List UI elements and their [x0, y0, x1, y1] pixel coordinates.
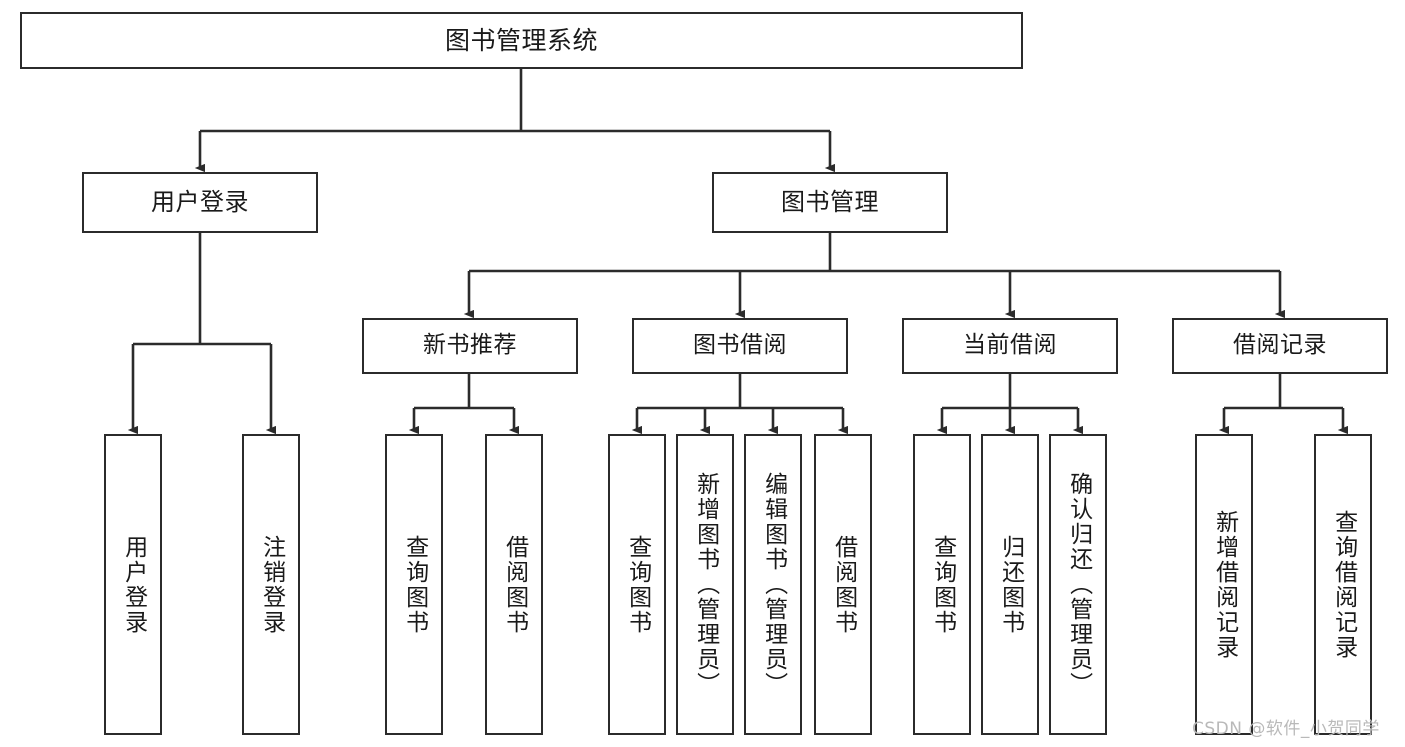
- node-label: 图书借阅: [693, 332, 787, 359]
- leaf-borrow-books-recommend[interactable]: 借阅图书: [485, 434, 543, 735]
- node-library-management-system[interactable]: 图书管理系统: [20, 12, 1023, 69]
- node-label: 查询图书: [624, 534, 651, 635]
- node-current-borrowing[interactable]: 当前借阅: [902, 318, 1118, 374]
- leaf-user-login[interactable]: 用户登录: [104, 434, 162, 735]
- node-book-borrowing[interactable]: 图书借阅: [632, 318, 848, 374]
- node-new-book-recommendation[interactable]: 新书推荐: [362, 318, 578, 374]
- node-label: 查询图书: [929, 534, 956, 635]
- node-label: 用户登录: [151, 188, 249, 217]
- leaf-query-books-recommend[interactable]: 查询图书: [385, 434, 443, 735]
- node-label: 借阅图书: [830, 534, 857, 635]
- node-label: 编辑图书（管理员）: [760, 472, 787, 697]
- leaf-query-books-current[interactable]: 查询图书: [913, 434, 971, 735]
- node-label: 用户登录: [120, 534, 147, 635]
- node-label: 图书管理: [781, 188, 879, 217]
- node-label: 注销登录: [258, 534, 285, 635]
- leaf-query-books-borrow[interactable]: 查询图书: [608, 434, 666, 735]
- node-label: 新增图书（管理员）: [692, 472, 719, 697]
- node-label: 查询图书: [401, 534, 428, 635]
- leaf-confirm-return-admin[interactable]: 确认归还（管理员）: [1049, 434, 1107, 735]
- leaf-add-borrow-record[interactable]: 新增借阅记录: [1195, 434, 1253, 735]
- node-label: 当前借阅: [963, 332, 1057, 359]
- node-label: 新书推荐: [423, 332, 517, 359]
- node-user-login[interactable]: 用户登录: [82, 172, 318, 233]
- leaf-add-book-admin[interactable]: 新增图书（管理员）: [676, 434, 734, 735]
- leaf-borrow-books[interactable]: 借阅图书: [814, 434, 872, 735]
- csdn-watermark: CSDN @软件_小贺同学: [1192, 719, 1380, 739]
- node-label: 图书管理系统: [444, 25, 598, 55]
- node-label: 归还图书: [997, 534, 1024, 635]
- node-label: 新增借阅记录: [1211, 509, 1238, 660]
- node-label: 借阅记录: [1233, 332, 1327, 359]
- node-label: 借阅图书: [501, 534, 528, 635]
- leaf-logout[interactable]: 注销登录: [242, 434, 300, 735]
- node-label: 查询借阅记录: [1330, 509, 1357, 660]
- node-book-management[interactable]: 图书管理: [712, 172, 948, 233]
- leaf-query-borrow-record[interactable]: 查询借阅记录: [1314, 434, 1372, 735]
- leaf-edit-book-admin[interactable]: 编辑图书（管理员）: [744, 434, 802, 735]
- node-label: 确认归还（管理员）: [1065, 472, 1092, 697]
- node-borrowing-records[interactable]: 借阅记录: [1172, 318, 1388, 374]
- leaf-return-books[interactable]: 归还图书: [981, 434, 1039, 735]
